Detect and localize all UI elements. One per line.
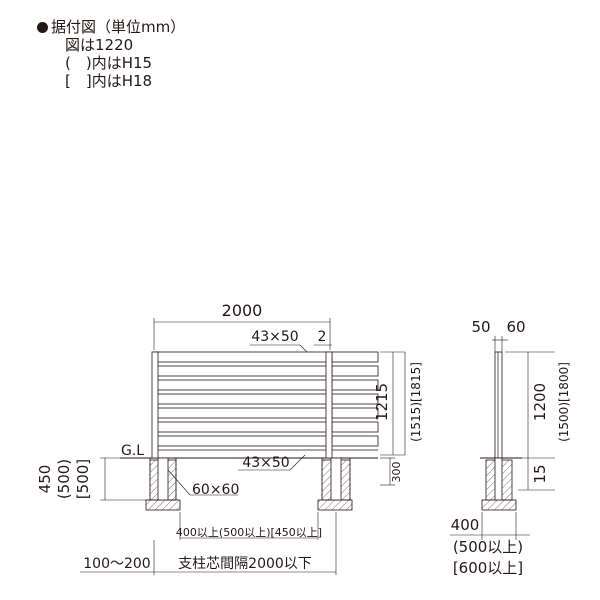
foundations bbox=[145, 457, 353, 511]
label-overhang: 100～200 bbox=[83, 556, 150, 572]
label-height-main: 1215 bbox=[373, 383, 391, 421]
label-gl: G.L bbox=[121, 443, 144, 459]
fence-board bbox=[153, 351, 331, 363]
dim-width-total: 2000 bbox=[153, 301, 331, 350]
post-embed-left bbox=[157, 457, 169, 501]
drawing-notes: 据付図（単位mm） 図は1220 ( )内はH15 [ ]内はH18 bbox=[37, 18, 185, 90]
fence-board bbox=[153, 421, 331, 433]
front-view: 2000 43×50 2 bbox=[36, 301, 423, 575]
fence-board bbox=[153, 365, 331, 377]
post-mid bbox=[325, 351, 333, 459]
label-side-base-600: [600以上] bbox=[453, 559, 523, 577]
notes-title: 据付図（単位mm） bbox=[51, 18, 186, 36]
label-board-size-top: 43×50 bbox=[251, 329, 298, 345]
fence-board bbox=[331, 351, 379, 363]
dim-board-top: 43×50 2 bbox=[250, 329, 332, 356]
dim-post-size: 60×60 bbox=[167, 469, 239, 498]
label-post-pitch: 支柱芯間隔2000以下 bbox=[178, 556, 312, 572]
label-side-base-500: (500以上) bbox=[453, 538, 523, 556]
label-height-alt: (1515)[1815] bbox=[409, 362, 423, 442]
label-side-height-main: 1200 bbox=[531, 383, 549, 421]
label-post-size: 60×60 bbox=[192, 482, 239, 498]
dim-bottom: 100～200 支柱芯間隔2000以下 bbox=[80, 512, 337, 575]
dim-300: 300 bbox=[380, 457, 403, 486]
fence-board bbox=[153, 435, 331, 447]
dim-board-bottom: 43×50 bbox=[238, 454, 306, 471]
label-side-height-alt: (1500)[1800] bbox=[557, 362, 571, 442]
notes-title-row: 据付図（単位mm） bbox=[37, 18, 185, 36]
fence-boards bbox=[153, 351, 379, 452]
label-depth-450: 450 bbox=[36, 465, 54, 494]
fence-board bbox=[331, 421, 379, 433]
label-side-15: 15 bbox=[531, 464, 549, 483]
note-line-1: 図は1220 bbox=[65, 36, 134, 54]
label-side-60: 60 bbox=[506, 318, 525, 336]
side-post bbox=[494, 351, 503, 459]
dim-depth-left: 450 (500) [500] bbox=[36, 457, 150, 501]
label-side-base-400: 400 bbox=[451, 516, 480, 534]
foundation-left bbox=[145, 499, 181, 511]
side-post-embed bbox=[494, 457, 503, 501]
fence-board bbox=[153, 393, 331, 405]
fence-board bbox=[331, 393, 379, 405]
fence-board bbox=[153, 407, 331, 419]
dim-height-front: 1215 (1515)[1815] bbox=[373, 351, 423, 456]
label-depth-500: (500) bbox=[55, 459, 73, 499]
label-width-total: 2000 bbox=[222, 301, 263, 320]
fence-board bbox=[331, 365, 379, 377]
label-side-50: 50 bbox=[471, 318, 490, 336]
label-board-size-bottom: 43×50 bbox=[242, 455, 289, 471]
fence-board bbox=[331, 407, 379, 419]
dim-foundation-spacing: 400以上(500以上)[450以上] bbox=[176, 512, 322, 540]
label-gap: 2 bbox=[318, 329, 327, 345]
bullet-icon bbox=[37, 21, 48, 33]
fence-posts bbox=[151, 351, 333, 459]
note-line-2: ( )内はH15 bbox=[65, 54, 153, 72]
label-foundation-spacing: 400以上(500以上)[450以上] bbox=[176, 526, 322, 539]
side-view: 50 60 1200 (1500)[1800] 15 400 (500以上) [… bbox=[450, 318, 571, 577]
fence-board bbox=[331, 435, 379, 447]
foundation-right bbox=[317, 499, 353, 511]
fence-board bbox=[153, 379, 331, 391]
side-foundation-base bbox=[481, 499, 517, 511]
label-300: 300 bbox=[390, 462, 403, 483]
label-depth-500b: [500] bbox=[74, 459, 92, 499]
note-line-3: [ ]内はH18 bbox=[65, 72, 153, 90]
post-left bbox=[151, 351, 159, 459]
post-embed-right bbox=[330, 457, 342, 501]
fence-board bbox=[331, 379, 379, 391]
